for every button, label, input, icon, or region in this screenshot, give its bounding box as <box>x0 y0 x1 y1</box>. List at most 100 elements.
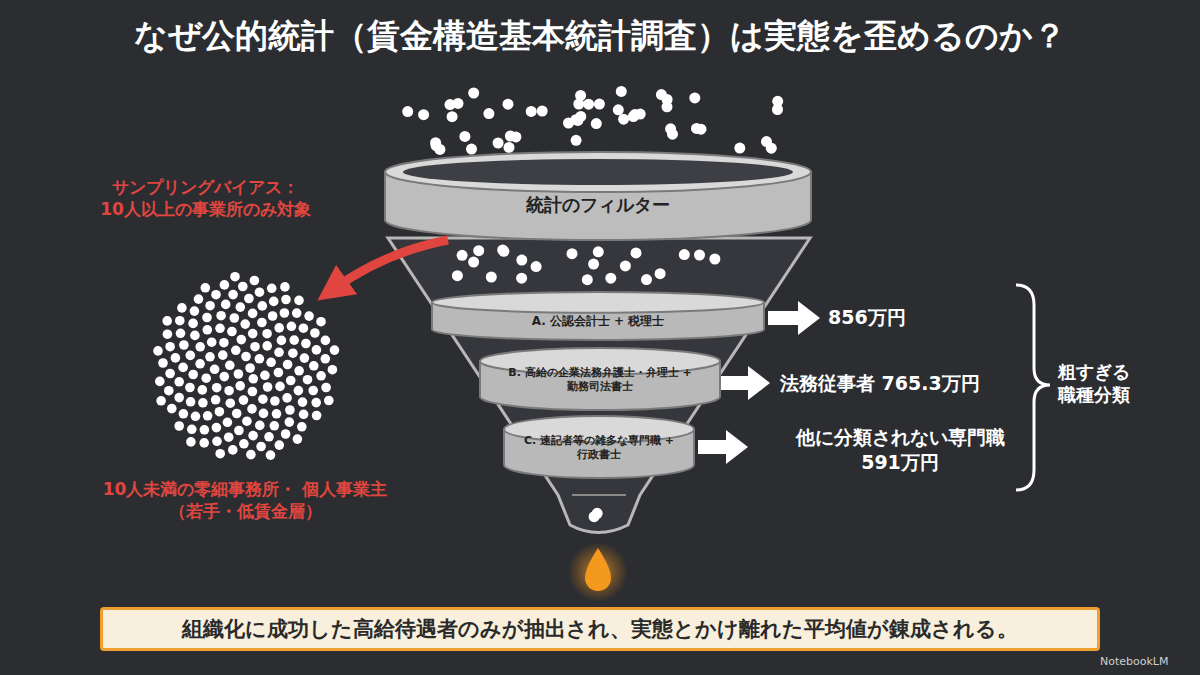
data-dot <box>277 336 287 346</box>
data-dot <box>402 106 413 117</box>
data-dot <box>239 395 249 405</box>
data-dot <box>248 309 258 319</box>
data-dot <box>234 426 244 436</box>
value-label: 法務従事者 765.3万円 <box>780 371 980 396</box>
data-dot <box>594 99 605 110</box>
data-dot <box>299 323 309 333</box>
data-dot <box>468 257 479 268</box>
data-dot <box>589 511 600 522</box>
data-dot <box>255 421 265 431</box>
data-dot <box>263 382 273 392</box>
data-dot <box>188 319 198 329</box>
data-dot <box>274 348 284 358</box>
bias-note: サンプリングバイアス： 10人以上の事業所のみ対象 <box>68 176 343 220</box>
data-dot <box>287 322 297 332</box>
data-dot <box>230 272 240 282</box>
data-dot <box>262 329 272 339</box>
data-dot <box>294 366 304 376</box>
data-dot <box>198 398 208 408</box>
funnel-body <box>388 238 810 533</box>
data-dot <box>264 432 274 442</box>
data-dot <box>191 412 201 422</box>
data-dot <box>186 437 196 447</box>
data-dot <box>155 377 165 387</box>
data-dot <box>299 410 309 420</box>
data-dot <box>210 365 220 375</box>
data-dot <box>212 437 222 447</box>
data-dot <box>628 111 639 122</box>
tray-label: A. 公認会計士 + 税理士 <box>532 314 665 329</box>
data-dot <box>457 250 468 261</box>
data-dot <box>293 434 303 444</box>
data-dot <box>201 283 211 293</box>
data-dot <box>330 345 340 355</box>
data-dot <box>224 432 234 442</box>
filter-rim: 統計のフィルター <box>383 150 813 242</box>
page-title: なぜ公的統計（賃金構造基本統計調査）は実態を歪めるのか？ <box>0 14 1200 59</box>
data-dot <box>179 340 189 350</box>
data-dot <box>324 396 334 406</box>
data-dot <box>262 341 272 351</box>
data-dot <box>486 272 497 283</box>
data-dot <box>227 327 237 337</box>
data-dot <box>199 438 209 448</box>
data-dot <box>310 328 320 338</box>
data-dot <box>691 123 702 134</box>
data-dot <box>772 104 783 115</box>
data-dot <box>220 372 230 382</box>
data-dot <box>268 311 278 321</box>
data-dot <box>212 423 222 433</box>
data-dot <box>266 450 276 460</box>
data-dot <box>328 365 338 375</box>
value-label: 他に分類されない専門職 591万円 <box>765 425 1035 474</box>
data-dot <box>571 135 582 146</box>
data-dot <box>236 302 246 312</box>
data-dot <box>537 106 548 117</box>
data-dot <box>447 111 458 122</box>
data-dot <box>226 398 236 408</box>
data-dot <box>190 331 200 341</box>
data-dot <box>195 359 205 369</box>
data-dot <box>201 373 211 383</box>
data-dot <box>275 440 285 450</box>
data-dot <box>286 376 296 386</box>
data-dot <box>190 306 200 316</box>
data-dot <box>250 342 260 352</box>
data-dot <box>452 270 463 281</box>
data-dot <box>256 442 266 452</box>
data-dot <box>167 404 177 414</box>
data-dot <box>230 313 240 323</box>
data-dot <box>613 104 624 115</box>
data-dot <box>202 313 212 323</box>
data-dot <box>280 308 290 318</box>
data-dot <box>274 368 284 378</box>
data-dot <box>418 109 429 120</box>
data-dot <box>248 387 258 397</box>
filter-tray: A. 公認会計士 + 税理士 <box>430 290 766 342</box>
data-dot <box>162 316 172 326</box>
data-dot <box>434 144 445 155</box>
data-dot <box>466 144 477 155</box>
data-dot <box>228 290 238 300</box>
data-dot <box>270 396 280 406</box>
data-dot <box>504 142 515 153</box>
data-dot <box>311 398 321 408</box>
data-dot <box>203 325 213 335</box>
data-dot <box>207 337 217 347</box>
data-dot <box>203 411 213 421</box>
data-dot <box>205 352 215 362</box>
data-dot <box>241 352 251 362</box>
data-dot <box>641 274 652 285</box>
data-dot <box>300 353 310 363</box>
data-dot <box>267 284 277 294</box>
data-dot <box>225 361 235 371</box>
data-dot <box>316 317 326 327</box>
data-dot <box>285 405 295 415</box>
data-dot <box>223 418 233 428</box>
data-dot <box>260 371 270 381</box>
data-dot <box>187 425 197 435</box>
data-dot <box>249 374 259 384</box>
data-dot <box>242 416 252 426</box>
data-dot <box>178 363 188 373</box>
data-dot <box>158 358 168 368</box>
